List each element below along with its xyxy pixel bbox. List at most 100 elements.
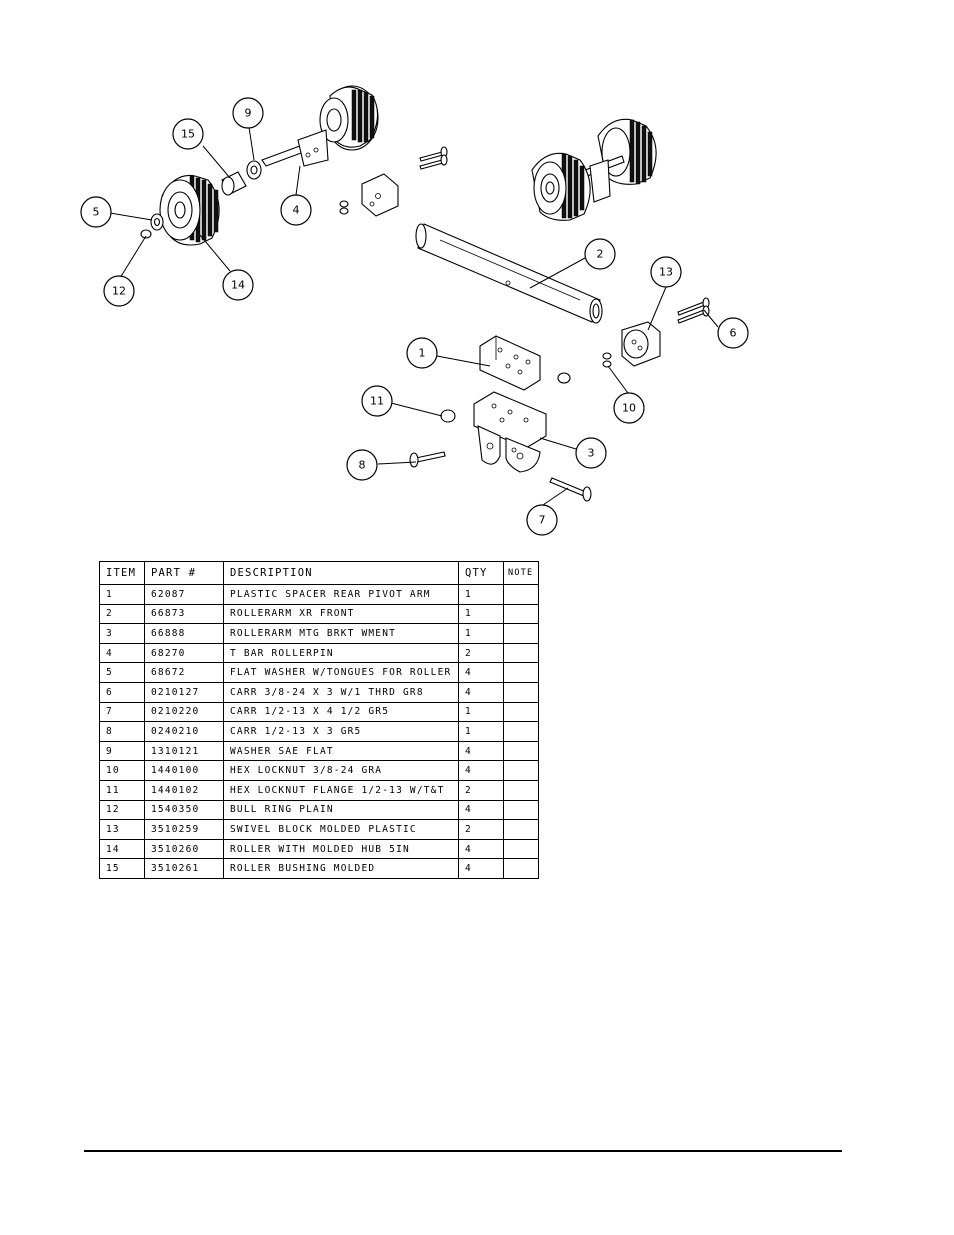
cell-description: FLAT WASHER W/TONGUES FOR ROLLER bbox=[223, 662, 459, 683]
svg-text:1: 1 bbox=[419, 347, 426, 360]
carriage-bolt-7 bbox=[549, 477, 592, 502]
header-note: NOTE bbox=[503, 561, 539, 585]
cell-note bbox=[503, 740, 539, 762]
mounting-bracket bbox=[473, 391, 547, 473]
swivel-block-upper bbox=[361, 173, 399, 217]
cell-part-number: 66873 bbox=[144, 603, 224, 625]
cell-part-number: 0210127 bbox=[144, 681, 224, 703]
callout-9: 9 bbox=[232, 97, 264, 129]
cell-description: HEX LOCKNUT 3/8-24 GRA bbox=[223, 760, 459, 781]
cell-item: 8 bbox=[99, 721, 145, 742]
cell-description: ROLLER BUSHING MOLDED bbox=[223, 858, 459, 879]
roller-pair-right bbox=[531, 118, 657, 221]
cell-item: 5 bbox=[99, 662, 145, 683]
callout-7: 7 bbox=[526, 504, 558, 536]
header-item: ITEM bbox=[99, 561, 145, 585]
cell-note bbox=[503, 779, 539, 801]
cell-description: SWIVEL BLOCK MOLDED PLASTIC bbox=[223, 819, 459, 840]
cell-description: CARR 3/8-24 X 3 W/1 THRD GR8 bbox=[223, 681, 459, 703]
cell-qty: 2 bbox=[458, 779, 504, 801]
cell-qty: 4 bbox=[458, 681, 504, 703]
svg-text:7: 7 bbox=[539, 514, 546, 527]
cell-part-number: 0210220 bbox=[144, 701, 224, 723]
roller-arm-tube bbox=[415, 223, 603, 324]
cell-description: ROLLERARM MTG BRKT WMENT bbox=[223, 623, 459, 644]
table-header-row: ITEM PART # DESCRIPTION QTY NOTE bbox=[99, 561, 539, 585]
t-bar-rollerpin-upper bbox=[261, 129, 329, 167]
bull-ring bbox=[140, 229, 152, 239]
cell-part-number: 1310121 bbox=[144, 740, 224, 762]
flat-washer-upper bbox=[246, 160, 262, 180]
callout-3: 3 bbox=[575, 437, 607, 469]
cell-note bbox=[503, 858, 539, 879]
callout-14: 14 bbox=[222, 269, 254, 301]
svg-text:6: 6 bbox=[730, 327, 737, 340]
callout-13: 13 bbox=[650, 256, 682, 288]
svg-text:15: 15 bbox=[181, 128, 195, 141]
roller-lower-left bbox=[159, 174, 220, 246]
cell-note bbox=[503, 760, 539, 781]
cell-note bbox=[503, 642, 539, 664]
cell-qty: 1 bbox=[458, 584, 504, 605]
callout-2: 2 bbox=[584, 238, 616, 270]
cell-qty: 4 bbox=[458, 662, 504, 683]
cell-item: 12 bbox=[99, 799, 145, 821]
cell-item: 2 bbox=[99, 603, 145, 625]
header-part-number: PART # bbox=[144, 561, 224, 585]
locknuts-upper bbox=[339, 200, 349, 215]
cell-note bbox=[503, 799, 539, 821]
cell-qty: 1 bbox=[458, 623, 504, 644]
cell-part-number: 62087 bbox=[144, 584, 224, 605]
cell-qty: 4 bbox=[458, 858, 504, 879]
callout-12: 12 bbox=[103, 275, 135, 307]
cell-description: BULL RING PLAIN bbox=[223, 799, 459, 821]
cell-qty: 1 bbox=[458, 701, 504, 723]
cell-description: ROLLER WITH MOLDED HUB 5IN bbox=[223, 838, 459, 860]
cell-part-number: 3510260 bbox=[144, 838, 224, 860]
cell-note bbox=[503, 681, 539, 703]
callout-8: 8 bbox=[346, 449, 378, 481]
cell-description: CARR 1/2-13 X 3 GR5 bbox=[223, 721, 459, 742]
callout-4: 4 bbox=[280, 194, 312, 226]
cell-item: 15 bbox=[99, 858, 145, 879]
cell-note bbox=[503, 838, 539, 860]
carriage-bolts-right bbox=[677, 297, 710, 324]
locknuts-right bbox=[602, 352, 612, 368]
svg-text:2: 2 bbox=[597, 248, 604, 261]
cell-item: 10 bbox=[99, 760, 145, 781]
plastic-spacer bbox=[479, 335, 571, 391]
cell-item: 1 bbox=[99, 584, 145, 605]
cell-item: 3 bbox=[99, 623, 145, 644]
cell-qty: 1 bbox=[458, 721, 504, 742]
carriage-bolt-8 bbox=[409, 451, 446, 468]
svg-text:3: 3 bbox=[588, 447, 595, 460]
svg-text:14: 14 bbox=[231, 279, 245, 292]
cell-note bbox=[503, 721, 539, 742]
cell-qty: 2 bbox=[458, 642, 504, 664]
cell-item: 11 bbox=[99, 779, 145, 801]
flange-locknut bbox=[440, 409, 456, 423]
cell-description: HEX LOCKNUT FLANGE 1/2-13 W/T&T bbox=[223, 779, 459, 801]
header-description: DESCRIPTION bbox=[223, 561, 459, 585]
cell-note bbox=[503, 662, 539, 683]
cell-qty: 2 bbox=[458, 819, 504, 840]
cell-part-number: 0240210 bbox=[144, 721, 224, 742]
svg-text:8: 8 bbox=[359, 459, 366, 472]
cell-description: T BAR ROLLERPIN bbox=[223, 642, 459, 664]
svg-text:5: 5 bbox=[93, 206, 100, 219]
cell-description: PLASTIC SPACER REAR PIVOT ARM bbox=[223, 584, 459, 605]
callout-11: 11 bbox=[361, 385, 393, 417]
